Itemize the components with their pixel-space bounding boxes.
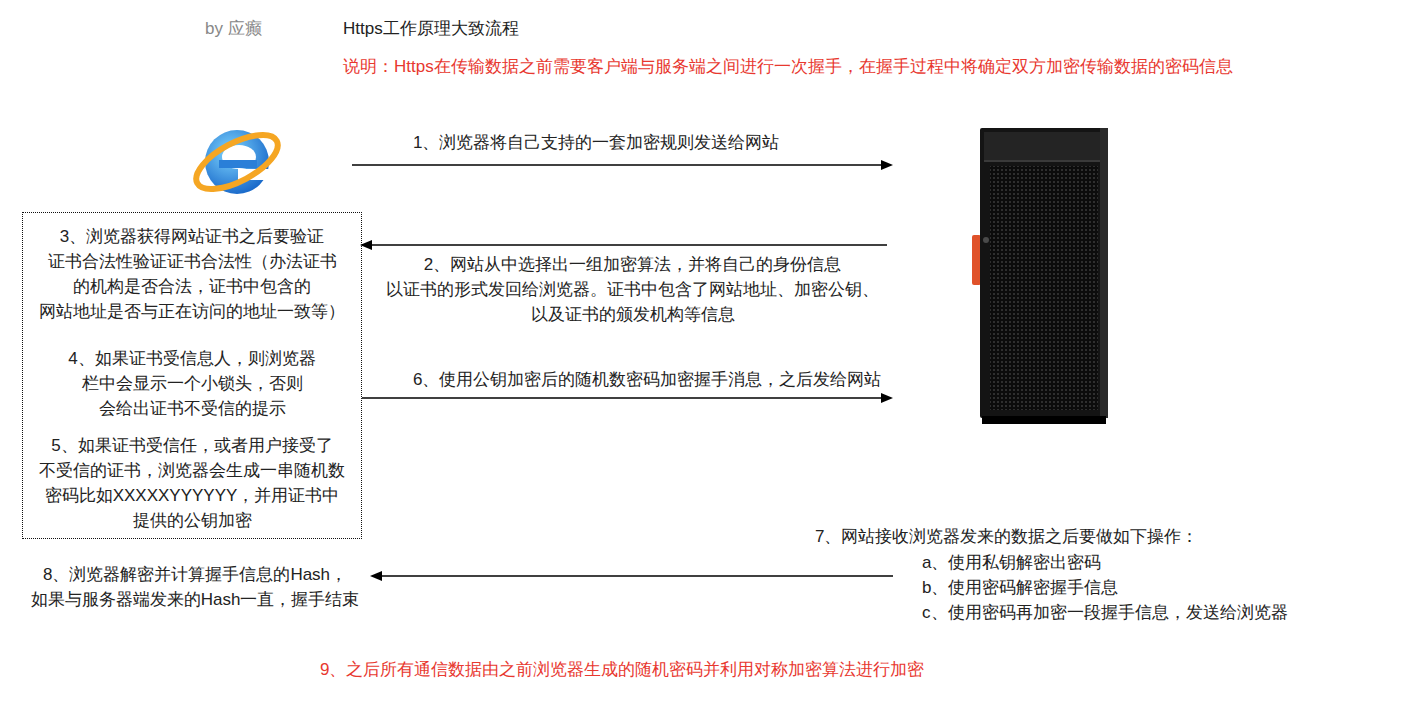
step-item: a、使用私钥解密出密码 bbox=[922, 551, 1101, 575]
arrow-label: 2、网站从中选择出一组加密算法，并将自己的身份信息 以证书的形式发回给浏览器。证… bbox=[375, 252, 890, 327]
server-grille bbox=[990, 166, 1098, 410]
arrow-line bbox=[379, 575, 893, 577]
step-text: 3、浏览器获得网站证书之后要验证 证书合法性验证证书合法性（办法证书 的机构是否… bbox=[27, 224, 357, 324]
server-button bbox=[983, 237, 989, 243]
server-top-panel bbox=[984, 132, 1104, 160]
arrow-label: 1、浏览器将自己支持的一套加密规则发送给网站 bbox=[413, 131, 779, 155]
arrows bbox=[352, 160, 893, 581]
arrow-line bbox=[352, 164, 884, 166]
step-text: 5、如果证书受信任，或者用户接受了 不受信的证书，浏览器会生成一串随机数 密码比… bbox=[27, 433, 357, 533]
server-body bbox=[980, 128, 1108, 418]
step-item: b、使用密码解密握手信息 bbox=[922, 576, 1118, 600]
browser-icon bbox=[188, 124, 285, 200]
arrow-line bbox=[362, 397, 884, 399]
server-tab bbox=[972, 235, 981, 285]
server-side bbox=[1100, 128, 1108, 418]
step-text: 7、网站接收浏览器发来的数据之后要做如下操作： bbox=[815, 525, 1198, 549]
icon-bar bbox=[219, 160, 257, 168]
server-picture bbox=[972, 128, 1108, 424]
note-text: 说明：Https在传输数据之前需要客户端与服务端之间进行一次握手，在握手过程中将… bbox=[343, 55, 1233, 79]
author-credit: by 应癫 bbox=[205, 17, 262, 41]
arrow-head bbox=[881, 393, 893, 403]
dotted-note-box: 3、浏览器获得网站证书之后要验证 证书合法性验证证书合法性（办法证书 的机构是否… bbox=[22, 212, 362, 539]
arrow-line bbox=[369, 244, 887, 246]
diagram-title: Https工作原理大致流程 bbox=[343, 17, 519, 41]
step-text: 4、如果证书受信息人，则浏览器 栏中会显示一个小锁头，否则 会给出证书不受信的提… bbox=[27, 346, 357, 421]
arrow-label: 6、使用公钥加密后的随机数密码加密握手消息，之后发给网站 bbox=[413, 369, 881, 391]
server-seam bbox=[984, 160, 1104, 162]
server-feet bbox=[982, 416, 1106, 424]
step-item: c、使用密码再加密一段握手信息，发送给浏览器 bbox=[922, 601, 1288, 625]
icon-ring bbox=[188, 124, 285, 200]
note-text: 9、之后所有通信数据由之前浏览器生成的随机密码并利用对称加密算法进行加密 bbox=[320, 658, 924, 682]
arrow-head bbox=[881, 160, 893, 170]
step-text: 8、浏览器解密并计算握手信息的Hash， 如果与服务器端发来的Hash一直，握手… bbox=[30, 562, 360, 612]
arrow-head bbox=[370, 571, 382, 581]
